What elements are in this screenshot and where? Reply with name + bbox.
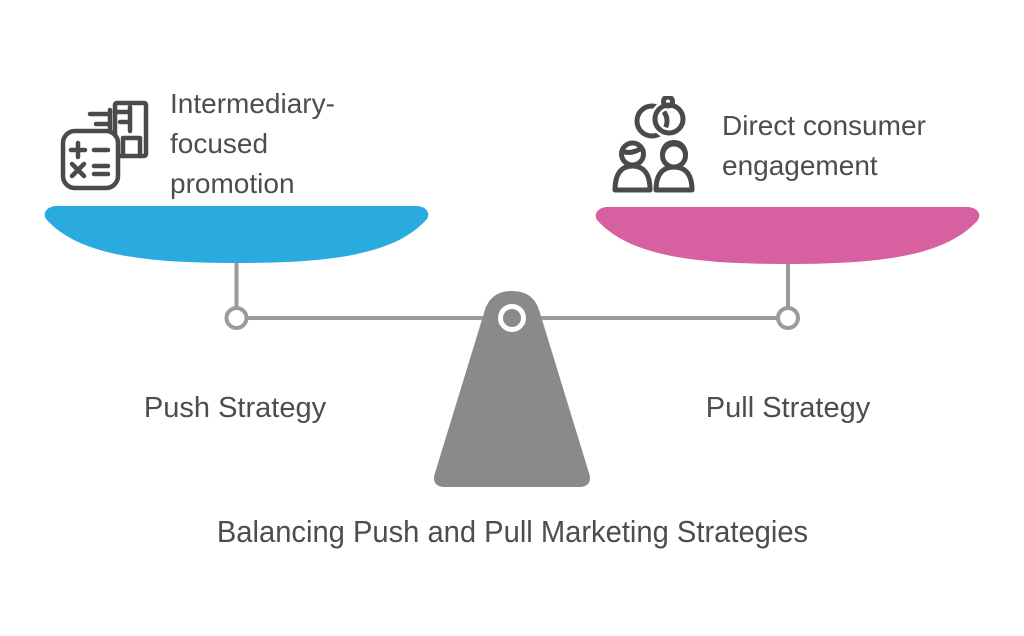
pull-strategy-label: Pull Strategy [705, 392, 871, 424]
ring-left [634, 103, 670, 139]
pivot-ring [498, 304, 526, 332]
push-caption: Intermediary- focused promotion [170, 84, 335, 204]
diagram-title: Balancing Push and Pull Marketing Strate… [0, 514, 1024, 550]
woman-shoulders [653, 164, 695, 193]
multiply-glyph [69, 161, 87, 179]
calculator-body [60, 128, 121, 191]
equals-glyph [91, 163, 111, 177]
push-caption-line: focused [170, 128, 269, 159]
pull-caption-line: Direct consumer [722, 110, 926, 141]
invoice-door-mark [120, 135, 143, 159]
push-caption-line: Intermediary- [170, 88, 335, 119]
pull-pan [595, 207, 980, 264]
man-hair [620, 145, 644, 155]
push-caption-line: promotion [170, 168, 295, 199]
currency-glyph-right [112, 104, 133, 134]
man-shoulders [612, 163, 653, 193]
woman-hair [660, 140, 688, 156]
push-pan [44, 206, 429, 263]
diagram-title-text: Balancing Push and Pull Marketing Strate… [216, 514, 808, 549]
couple-engagement-icon [612, 96, 695, 193]
push-strategy-label: Push Strategy [143, 392, 327, 424]
fulcrum [434, 291, 590, 487]
calculator-invoice-icon [60, 100, 149, 191]
currency-glyph-left [87, 107, 113, 133]
pull-caption-line: engagement [722, 150, 878, 181]
pull-caption: Direct consumer engagement [722, 106, 926, 186]
right-hanger-ring [776, 306, 800, 330]
ring-gem [661, 96, 675, 109]
left-hanger-ring [224, 306, 249, 330]
plus-glyph [68, 140, 88, 160]
